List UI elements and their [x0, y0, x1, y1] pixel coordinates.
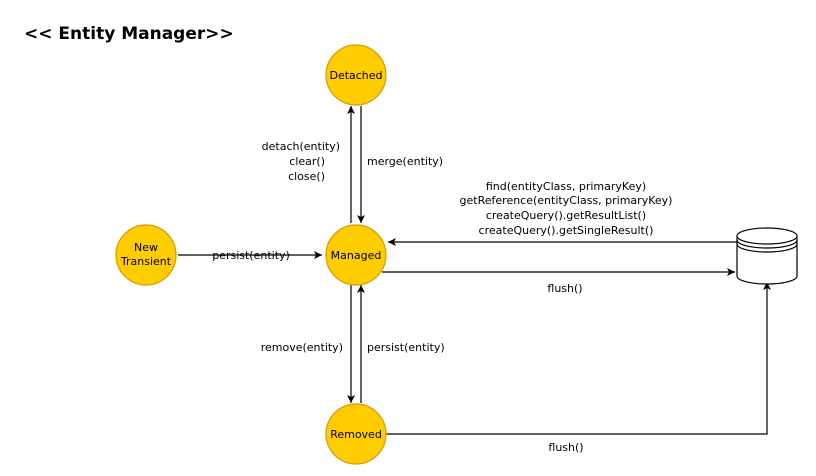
node-removed[interactable]: Removed	[325, 403, 387, 465]
diagram-title: << Entity Manager>>	[24, 24, 234, 44]
node-new-transient[interactable]: New Transient	[115, 224, 177, 286]
edge-labels: detach(entity) clear() close() merge(ent…	[212, 140, 672, 454]
label-merge: merge(entity)	[367, 155, 443, 168]
edge-flush-removed	[386, 282, 771, 435]
edges	[178, 106, 771, 435]
node-detached-label: Detached	[329, 69, 382, 82]
label-detach-2: clear()	[289, 155, 325, 168]
node-removed-label: Removed	[330, 428, 382, 441]
label-flush-removed: flush()	[548, 441, 583, 454]
node-managed[interactable]: Managed	[325, 224, 387, 286]
node-managed-label: Managed	[331, 249, 382, 262]
label-find-2: getReference(entityClass, primaryKey)	[460, 194, 673, 207]
node-detached[interactable]: Detached	[325, 44, 387, 106]
label-persist-new: persist(entity)	[212, 249, 290, 262]
label-remove: remove(entity)	[261, 341, 343, 354]
label-find-3: createQuery().getResultList()	[486, 209, 646, 222]
node-new-transient-label-2: Transient	[120, 255, 172, 268]
label-flush-managed: flush()	[547, 282, 582, 295]
node-new-transient-label-1: New	[134, 241, 158, 254]
label-find-1: find(entityClass, primaryKey)	[486, 180, 646, 193]
label-persist-removed: persist(entity)	[367, 341, 445, 354]
database-cylinder-icon[interactable]	[736, 227, 798, 285]
label-find-4: createQuery().getSingleResult()	[479, 224, 654, 237]
label-detach-3: close()	[288, 170, 325, 183]
label-detach-1: detach(entity)	[262, 140, 340, 153]
